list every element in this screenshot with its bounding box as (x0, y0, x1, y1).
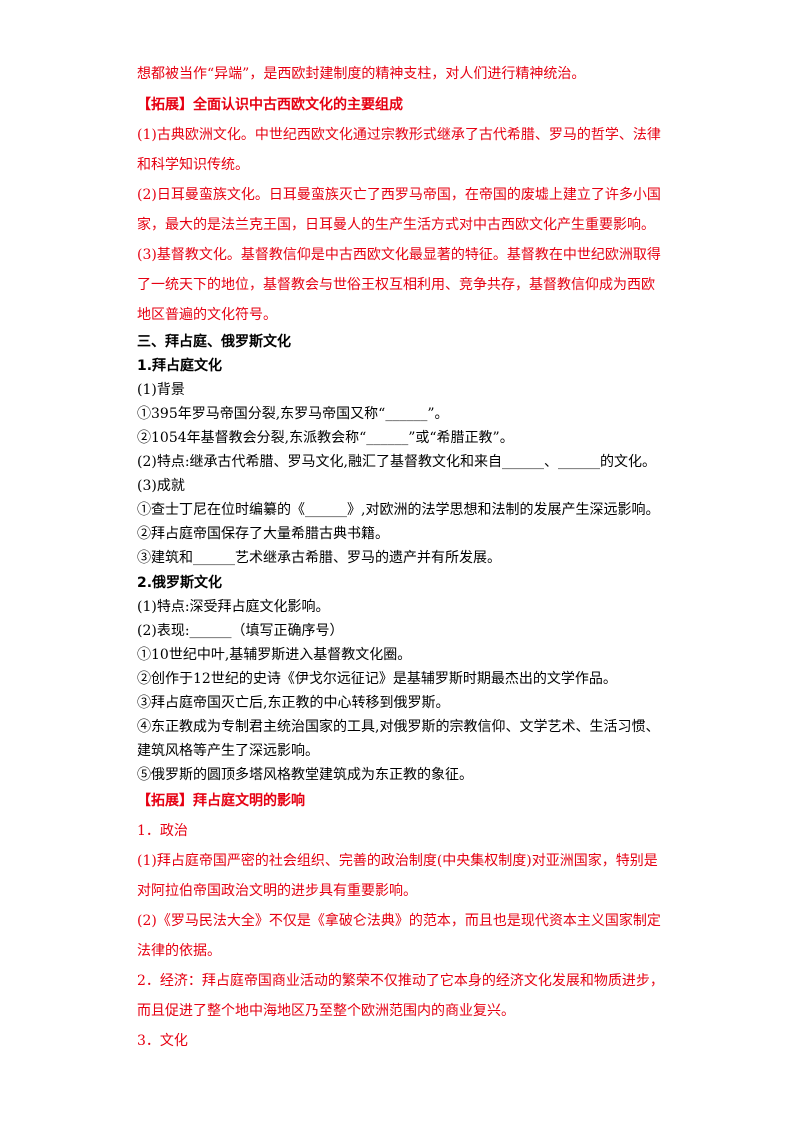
achievement-1: ①查士丁尼在位时编纂的《______》,对欧洲的法学思想和法制的发展产生深远影响… (137, 502, 660, 518)
russian-item-5: ⑤俄罗斯的圆顶多塔风格教堂建筑成为东正教的象征。 (137, 767, 473, 783)
ext2-culture: 3．文化 (137, 1033, 188, 1049)
russian-item-4a: ④东正教成为专制君主统治国家的工具,对俄罗斯的宗教信仰、文学艺术、生活习惯、 (137, 719, 660, 735)
ext1-paragraph-3c: 地区普遍的文化符号。 (137, 307, 277, 323)
russian-feature: (1)特点:深受拜占庭文化影响。 (137, 599, 330, 615)
ext1-paragraph-3a: (3)基督教文化。基督教信仰是中古西欧文化最显著的特征。基督教在中世纪欧洲取得 (137, 247, 661, 263)
ext2-politics-2a: (2)《罗马民法大全》不仅是《拿破仑法典》的范本，而且也是现代资本主义国家制定 (137, 913, 661, 929)
ext2-economy-b: 而且促进了整个地中海地区乃至整个欧洲范围内的商业复兴。 (137, 1003, 515, 1019)
background-label: (1)背景 (137, 382, 185, 398)
russian-item-2: ②创作于12世纪的史诗《伊戈尔远征记》是基辅罗斯时期最杰出的文学作品。 (137, 671, 617, 687)
achievements-label: (3)成就 (137, 478, 185, 494)
ext2-politics-1b: 对阿拉伯帝国政治文明的进步具有重要影响。 (137, 883, 417, 899)
ext2-politics: 1．政治 (137, 823, 188, 839)
russian-performance: (2)表现:______（填写正确序号） (137, 623, 344, 639)
ext1-paragraph-2b: 家，最大的是法兰克王国，日耳曼人的生产生活方式对中古西欧文化产生重要影响。 (137, 217, 655, 233)
russian-culture-heading: 2.俄罗斯文化 (137, 575, 223, 591)
byzantine-culture-heading: 1.拜占庭文化 (137, 358, 223, 374)
ext1-paragraph-1b: 和科学知识传统。 (137, 157, 249, 173)
background-item-2: ②1054年基督教会分裂,东派教会称“______”或“希腊正教”。 (137, 430, 514, 446)
achievement-2: ②拜占庭帝国保存了大量希腊古典书籍。 (137, 526, 389, 542)
background-item-1: ①395年罗马帝国分裂,东罗马帝国又称“______”。 (137, 406, 449, 422)
achievement-3: ③建筑和______艺术继承古希腊、罗马的遗产并有所发展。 (137, 550, 501, 566)
russian-item-4b: 建筑风格等产生了深远影响。 (137, 743, 319, 759)
ext2-politics-1a: (1)拜占庭帝国严密的社会组织、完善的政治制度(中央集权制度)对亚洲国家，特别是 (137, 853, 658, 869)
section-3-heading: 三、拜占庭、俄罗斯文化 (137, 334, 291, 350)
russian-item-3: ③拜占庭帝国灭亡后,东正教的中心转移到俄罗斯。 (137, 695, 450, 711)
ext1-paragraph-1a: (1)古典欧洲文化。中世纪西欧文化通过宗教形式继承了古代希腊、罗马的哲学、法律 (137, 127, 661, 143)
ext2-economy-a: 2．经济：拜占庭帝国商业活动的繁荣不仅推动了它本身的经济文化发展和物质进步， (137, 973, 664, 989)
extension-heading-2: 【拓展】拜占庭文明的影响 (137, 793, 305, 809)
intro-continuation: 想都被当作“异端”，是西欧封建制度的精神支柱，对人们进行精神统治。 (137, 66, 586, 82)
ext1-paragraph-2a: (2)日耳曼蛮族文化。日耳曼蛮族灭亡了西罗马帝国，在帝国的废墟上建立了许多小国 (137, 187, 661, 203)
byzantine-feature: (2)特点:继承古代希腊、罗马文化,融汇了基督教文化和来自______、____… (137, 454, 656, 470)
ext2-politics-2b: 法律的依据。 (137, 943, 221, 959)
extension-heading-1: 【拓展】全面认识中古西欧文化的主要组成 (137, 97, 403, 113)
russian-item-1: ①10世纪中叶,基辅罗斯进入基督教文化圈。 (137, 647, 412, 663)
ext1-paragraph-3b: 了一统天下的地位，基督教会与世俗王权互相利用、竞争共存，基督教信仰成为西欧 (137, 277, 655, 293)
